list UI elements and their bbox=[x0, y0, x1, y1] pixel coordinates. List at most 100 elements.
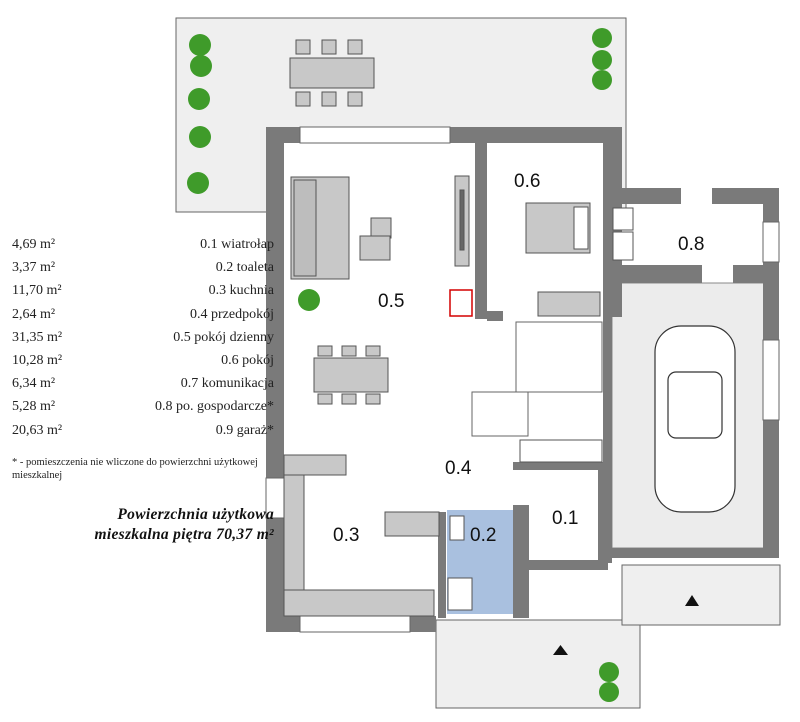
room-label-0-2: 0.2 bbox=[470, 525, 496, 546]
toilet-sink bbox=[449, 515, 465, 541]
plant-bottom-1 bbox=[599, 662, 619, 682]
entrance-arrows bbox=[553, 595, 699, 655]
legend-area: 10,28 m² bbox=[12, 352, 63, 368]
plants bbox=[187, 28, 619, 702]
car-roof bbox=[667, 371, 723, 439]
sofa-back bbox=[293, 179, 317, 277]
wall-bedroom-bottom bbox=[487, 311, 503, 321]
plant-top-left-3 bbox=[188, 88, 210, 110]
legend-area: 11,70 m² bbox=[12, 283, 62, 299]
wall-utility-top bbox=[603, 188, 681, 204]
room-label-0-6: 0.6 bbox=[514, 171, 540, 192]
wall-utility-bottom bbox=[603, 265, 702, 283]
room-label-0-1: 0.1 bbox=[552, 508, 578, 529]
chair-top-6 bbox=[347, 91, 363, 107]
chair-dining-2 bbox=[341, 345, 357, 357]
legend-area: 3,37 m² bbox=[12, 260, 56, 276]
legend-row: 10,28 m² 0.6 pokój bbox=[12, 349, 274, 372]
radiator bbox=[449, 289, 473, 317]
legend-row: 2,64 m² 0.4 przedpokój bbox=[12, 303, 274, 326]
wall-hall-top bbox=[513, 462, 608, 470]
plant-top-right-3 bbox=[592, 70, 612, 90]
kitchen-counter-top bbox=[283, 454, 347, 476]
wall-utility-top-right bbox=[712, 188, 779, 204]
dining-table bbox=[313, 357, 389, 393]
plant-top-left-4 bbox=[189, 126, 211, 148]
chair-top-1 bbox=[295, 39, 311, 55]
plant-top-right-1 bbox=[592, 28, 612, 48]
plant-bottom-2 bbox=[599, 682, 619, 702]
legend-row: 3,37 m² 0.2 toaleta bbox=[12, 256, 274, 279]
wardrobe bbox=[537, 291, 601, 317]
room-label-0-5: 0.5 bbox=[378, 291, 404, 312]
legend-label: 0.8 po. gospodarcze* bbox=[155, 399, 274, 415]
chair-top-2 bbox=[321, 39, 337, 55]
room-label-0-8: 0.8 bbox=[678, 234, 704, 255]
plant-living bbox=[298, 289, 320, 311]
furniture bbox=[283, 57, 634, 617]
legend-label: 0.2 toaleta bbox=[215, 260, 274, 276]
summary-line-2: mieszkalna piętra 70,37 m² bbox=[94, 526, 274, 543]
chair-dining-1 bbox=[317, 345, 333, 357]
bed-pillow bbox=[573, 206, 589, 250]
chair-dining-5 bbox=[341, 393, 357, 405]
stair-flight-lower bbox=[471, 391, 529, 437]
window-top-left bbox=[299, 126, 451, 144]
chair-top-4 bbox=[295, 91, 311, 107]
wall-garage-bottom bbox=[612, 548, 779, 558]
kitchen-island bbox=[384, 511, 440, 537]
toilet-cabinet bbox=[447, 577, 473, 611]
legend-row: 31,35 m² 0.5 pokój dzienny bbox=[12, 326, 274, 349]
legend-area: 20,63 m² bbox=[12, 422, 63, 438]
legend-label: 0.9 garaż* bbox=[215, 422, 274, 438]
legend-area: 2,64 m² bbox=[12, 306, 56, 322]
chair-dining-4 bbox=[317, 393, 333, 405]
window-right-mid bbox=[762, 339, 780, 421]
legend-label: 0.7 komunikacja bbox=[180, 376, 274, 392]
utility-sink bbox=[612, 207, 634, 231]
area-summary: Powierzchnia użytkowa mieszkalna piętra … bbox=[12, 505, 274, 545]
stair-flight-upper bbox=[515, 321, 603, 393]
garage-apron bbox=[621, 564, 781, 626]
chair-dining-3 bbox=[365, 345, 381, 357]
legend-area: 5,28 m² bbox=[12, 399, 56, 415]
chair-top-3 bbox=[347, 39, 363, 55]
window-right-top bbox=[762, 221, 780, 263]
legend-row: 20,63 m² 0.9 garaż* bbox=[12, 419, 274, 442]
plant-top-left-2 bbox=[190, 55, 212, 77]
wall-top-right bbox=[475, 127, 622, 143]
plant-top-right-2 bbox=[592, 50, 612, 70]
plant-top-left-1 bbox=[189, 34, 211, 56]
wall-entrance-bottom bbox=[513, 560, 608, 570]
coffee-table-2 bbox=[359, 235, 391, 261]
legend-row: 5,28 m² 0.8 po. gospodarcze* bbox=[12, 395, 274, 418]
chairs bbox=[295, 39, 381, 405]
utility-appliance bbox=[612, 231, 634, 261]
legend-label: 0.4 przedpokój bbox=[190, 306, 274, 322]
plant-top-left-5 bbox=[187, 172, 209, 194]
arrow-up-icon bbox=[553, 645, 568, 655]
chair-dining-6 bbox=[365, 393, 381, 405]
kitchen-counter-bottom bbox=[283, 589, 435, 617]
wall-toilet-left bbox=[438, 512, 446, 618]
legend-label: 0.5 pokój dzienny bbox=[173, 329, 274, 345]
arrow-up-icon-garage bbox=[685, 595, 699, 606]
staircase bbox=[471, 321, 603, 437]
chair-top-5 bbox=[321, 91, 337, 107]
tv-unit-inner bbox=[459, 189, 465, 251]
legend-label: 0.6 pokój bbox=[221, 352, 274, 368]
wall-utility-bottom-right bbox=[733, 265, 779, 283]
coffee-table-1 bbox=[370, 217, 392, 239]
wall-bedroom-left bbox=[475, 127, 487, 319]
room-label-0-4: 0.4 bbox=[445, 458, 472, 479]
room-label-0-3: 0.3 bbox=[333, 525, 359, 546]
summary-line-1: Powierzchnia użytkowa bbox=[117, 506, 274, 523]
dining-table-top bbox=[289, 57, 375, 89]
legend-area: 31,35 m² bbox=[12, 329, 63, 345]
legend-label: 0.1 wiatrołap bbox=[200, 237, 274, 252]
